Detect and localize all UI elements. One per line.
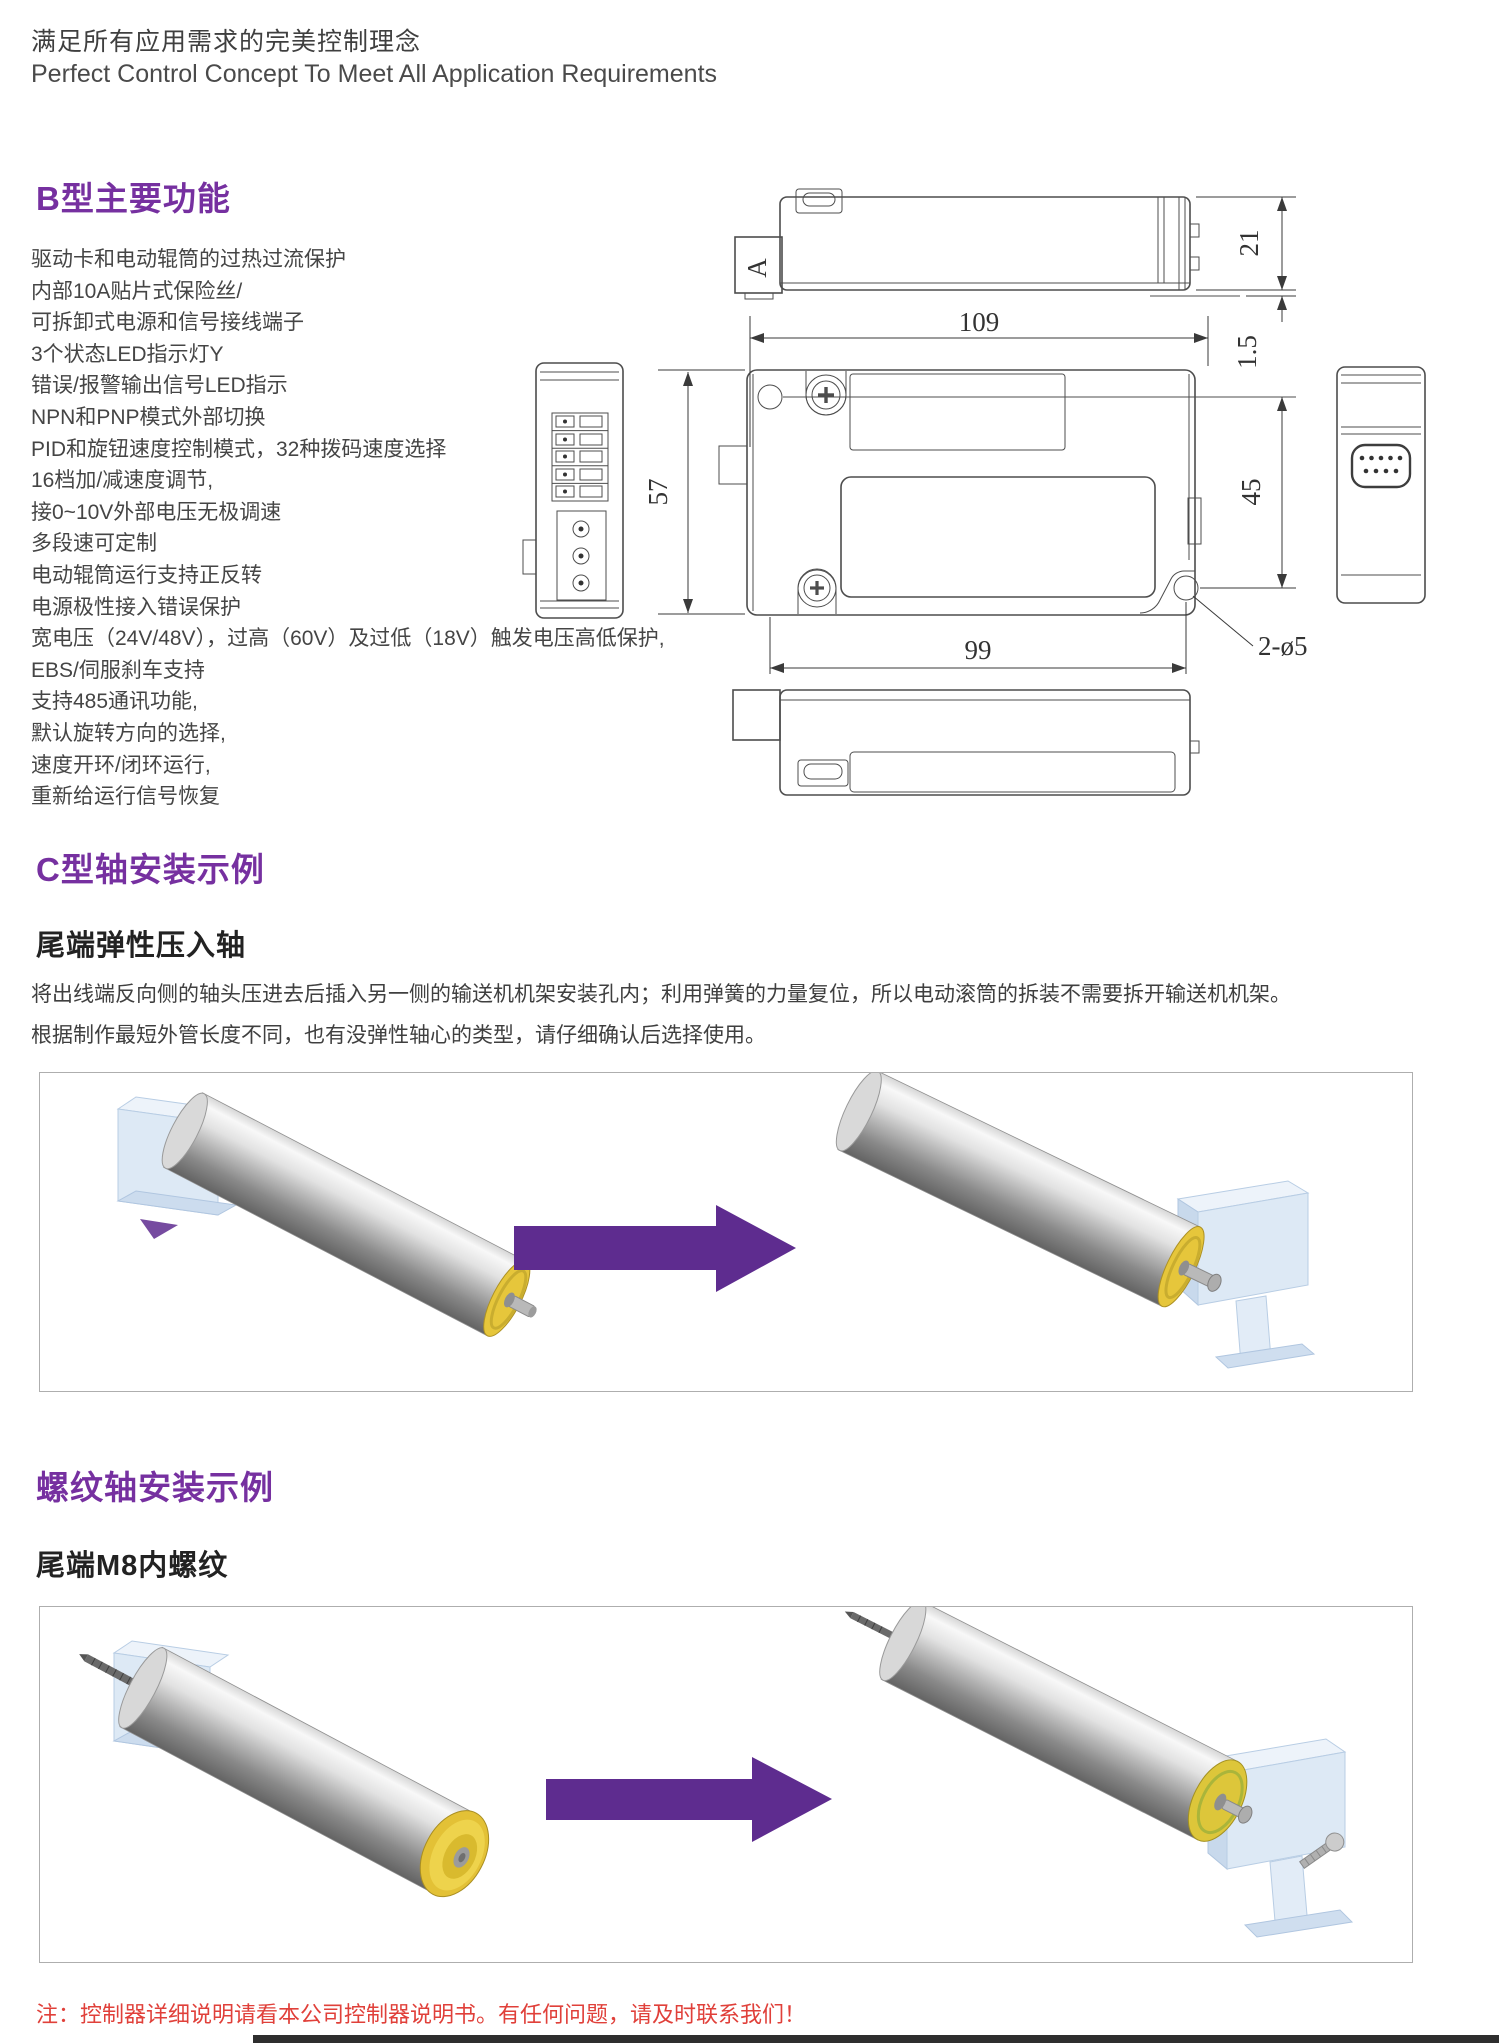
- conveyor-bracket-right: [1176, 1180, 1316, 1369]
- feature-item: EBS/伺服刹车支持: [31, 658, 205, 682]
- dim-99: 99: [965, 635, 992, 665]
- thread-type-sub-heading: 尾端M8内螺纹: [36, 1550, 229, 1582]
- feature-item: 错误/报警输出信号LED指示: [31, 374, 288, 398]
- usb-port-icon: [795, 188, 843, 214]
- dsub-connector-icon: [1350, 443, 1412, 489]
- arrow-right-icon: [546, 1757, 832, 1842]
- dim-21: 21: [1234, 230, 1264, 257]
- dim-45: 45: [1236, 479, 1266, 506]
- c-type-heading: C型轴安装示例: [36, 851, 265, 888]
- shaft-nut: [1207, 1273, 1222, 1292]
- dim-57: 57: [643, 479, 673, 506]
- feature-item: 默认旋转方向的选择,: [31, 721, 226, 745]
- feature-item: 可拆卸式电源和信号接线端子: [31, 311, 304, 335]
- marker-a: A: [742, 258, 772, 278]
- motor-roller-threaded: [79, 1646, 490, 1898]
- feature-item: 电源极性接入错误保护: [31, 595, 241, 619]
- motor-roller-installed: [835, 1073, 1222, 1308]
- feature-item: 3个状态LED指示灯Y: [31, 342, 224, 366]
- roller-install-image-2: [79, 1607, 1354, 1938]
- conveyor-bracket-right: [1206, 1738, 1354, 1938]
- feature-item: 电动辊筒运行支持正反转: [31, 563, 262, 587]
- controller-technical-drawing: A 21 1.5: [522, 188, 1426, 796]
- feature-item: 支持485通讯功能,: [31, 690, 198, 714]
- feature-item: 重新给运行信号恢复: [31, 785, 220, 809]
- shaft-nut: [1238, 1805, 1253, 1824]
- feature-item: 速度开环/闭环运行,: [31, 753, 211, 777]
- footer-note: 注：控制器详细说明请看本公司控制器说明书。有任何问题，请及时联系我们！: [36, 2002, 807, 2027]
- m8-thread-illustration: [39, 1606, 1413, 1963]
- drawing-front-view: 109 57 45 99 2-ø5: [643, 307, 1308, 674]
- page-bottom-bar: [253, 2035, 1499, 2043]
- usb-port-icon: [797, 759, 849, 787]
- mounting-screw: [1299, 1832, 1345, 1869]
- motor-roller: [161, 1092, 537, 1337]
- mounting-hole-top: [757, 384, 783, 410]
- thread-type-heading: 螺纹轴安装示例: [36, 1469, 274, 1506]
- c-type-sub-heading: 尾端弹性压入轴: [36, 930, 247, 962]
- c-type-desc-line1: 将出线端反向侧的轴头压进去后插入另一侧的输送机机架安装孔内；利用弹簧的力量复位，…: [31, 983, 1291, 1006]
- motor-roller-installed: [844, 1607, 1253, 1842]
- feature-item: 16档加/减速度调节,: [31, 469, 214, 493]
- drawing-right-side-view: [1336, 366, 1426, 604]
- b-type-feature-list: 驱动卡和电动辊筒的过热过流保护内部10A贴片式保险丝/可拆卸式电源和信号接线端子…: [31, 244, 665, 813]
- dim-1-5: 1.5: [1232, 335, 1262, 369]
- drawing-left-side-view: [522, 362, 624, 619]
- feature-item: NPN和PNP模式外部切换: [31, 405, 266, 429]
- feature-item: 宽电压（24V/48V），过高（60V）及过低（18V）触发电压高低保护,: [31, 627, 665, 651]
- arrow-right-icon: [514, 1205, 796, 1292]
- power-connector: [556, 510, 607, 601]
- terminal-block: [551, 412, 609, 502]
- threaded-rod: [850, 1611, 903, 1644]
- roller-install-image-1: [116, 1073, 1316, 1369]
- screw-bottom-icon: [797, 568, 837, 608]
- drawing-bottom-view: [732, 689, 1200, 796]
- feature-item: PID和旋钮速度控制模式，32种拨码速度选择: [31, 437, 447, 461]
- mounting-hole-bottom: [1173, 575, 1199, 601]
- dim-109: 109: [959, 307, 1000, 337]
- dim-hole-callout: 2-ø5: [1258, 631, 1308, 661]
- page-title-en: Perfect Control Concept To Meet All Appl…: [31, 60, 718, 88]
- screw-top-icon: [805, 374, 847, 416]
- feature-item: 接0~10V外部电压无极调速: [31, 500, 282, 524]
- page-title-zh: 满足所有应用需求的完美控制理念: [31, 28, 422, 56]
- feature-item: 内部10A贴片式保险丝/: [31, 279, 243, 303]
- c-type-desc-line2: 根据制作最短外管长度不同，也有没弹性轴心的类型，请仔细确认后选择使用。: [31, 1024, 766, 1047]
- spring-shaft-illustration: [39, 1072, 1413, 1392]
- b-type-heading: B型主要功能: [36, 180, 231, 217]
- feature-item: 驱动卡和电动辊筒的过热过流保护: [31, 248, 346, 271]
- drawing-top-view: A 21 1.5: [734, 188, 1296, 369]
- feature-item: 多段速可定制: [31, 532, 157, 556]
